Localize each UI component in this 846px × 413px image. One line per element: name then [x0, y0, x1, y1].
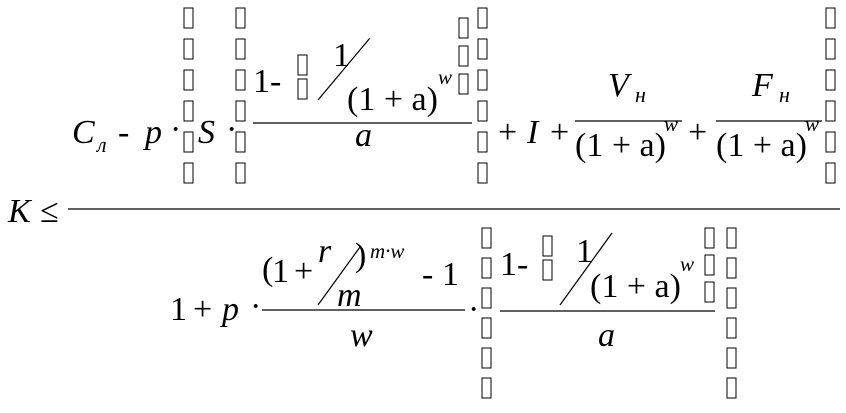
one-minus: 1- — [253, 63, 281, 100]
var-r: r — [318, 233, 332, 270]
dot: · — [468, 291, 479, 328]
missing-glyph-box — [297, 78, 308, 100]
var-a: a — [598, 317, 615, 354]
missing-glyph-box — [481, 287, 492, 309]
missing-glyph-box — [235, 162, 246, 184]
slash — [317, 37, 371, 101]
missing-glyph-box — [726, 287, 737, 309]
missing-glyph-box — [825, 38, 836, 60]
var-V: V — [608, 67, 633, 104]
missing-glyph-box — [542, 259, 553, 281]
minus: - — [118, 114, 129, 151]
one: 1 — [272, 253, 289, 290]
var-w: w — [350, 317, 373, 354]
var-C: C — [72, 114, 95, 151]
exp-w: w — [805, 112, 819, 136]
missing-glyph-box — [477, 131, 488, 153]
missing-glyph-box — [235, 7, 246, 29]
paren-1-plus-a: (1 + a) — [347, 81, 438, 118]
missing-glyph-box — [235, 131, 246, 153]
var-F: F — [751, 67, 774, 104]
missing-glyph-box — [458, 45, 469, 67]
missing-glyph-box — [235, 100, 246, 122]
one: 1 — [170, 291, 187, 328]
missing-glyph-box — [183, 100, 194, 122]
missing-glyph-box — [458, 17, 469, 39]
missing-glyph-box — [481, 347, 492, 369]
var-m: m — [337, 277, 362, 314]
exp-w: w — [680, 252, 694, 276]
missing-glyph-box — [481, 377, 492, 399]
dot: · — [170, 111, 181, 148]
minus-one: - 1 — [422, 256, 459, 293]
missing-glyph-box — [183, 7, 194, 29]
slash — [317, 246, 361, 306]
exp-m-w: m·w — [370, 239, 404, 263]
missing-glyph-box — [183, 162, 194, 184]
missing-glyph-box — [825, 7, 836, 29]
missing-glyph-box — [481, 317, 492, 339]
sub-n: н — [635, 82, 646, 107]
paren-1-plus-a: (1 + a) — [590, 268, 681, 305]
var-a: a — [355, 117, 372, 154]
missing-glyph-box — [825, 100, 836, 122]
missing-glyph-box — [481, 257, 492, 279]
missing-glyph-box — [726, 317, 737, 339]
dot: · — [226, 111, 237, 148]
missing-glyph-box — [235, 69, 246, 91]
missing-glyph-box — [183, 131, 194, 153]
var-p: p — [220, 291, 239, 328]
dot: · — [250, 288, 261, 325]
plus: + — [498, 114, 517, 151]
missing-glyph-box — [726, 257, 737, 279]
missing-glyph-box — [825, 131, 836, 153]
missing-glyph-box — [477, 100, 488, 122]
missing-glyph-box — [183, 38, 194, 60]
rparen: ) — [355, 237, 366, 274]
missing-glyph-box — [726, 227, 737, 249]
exp-w: w — [664, 112, 678, 136]
missing-glyph-box — [458, 73, 469, 95]
missing-glyph-box — [477, 38, 488, 60]
paren-1-plus-a: (1 + a) — [575, 127, 666, 164]
plus: + — [688, 114, 707, 151]
one: 1 — [333, 37, 350, 74]
missing-glyph-box — [297, 54, 308, 76]
one-minus: 1- — [500, 246, 528, 283]
missing-glyph-box — [704, 281, 715, 303]
missing-glyph-box — [704, 227, 715, 249]
missing-glyph-box — [477, 7, 488, 29]
slash — [559, 232, 613, 306]
var-S: S — [198, 114, 215, 151]
one: 1 — [576, 233, 593, 270]
missing-glyph-box — [477, 162, 488, 184]
var-p: p — [143, 114, 162, 151]
plus: + — [294, 253, 313, 290]
sub-n: н — [779, 82, 790, 107]
missing-glyph-box — [542, 235, 553, 257]
missing-glyph-box — [235, 38, 246, 60]
missing-glyph-box — [726, 377, 737, 399]
plus: + — [550, 114, 569, 151]
missing-glyph-box — [481, 227, 492, 249]
exp-w: w — [438, 65, 452, 89]
sub-l: л — [95, 132, 107, 157]
missing-glyph-box — [726, 347, 737, 369]
var-K: K — [7, 193, 33, 230]
missing-glyph-box — [825, 162, 836, 184]
plus: + — [193, 291, 212, 328]
leq-sign: ≤ — [40, 193, 59, 230]
missing-glyph-box — [183, 69, 194, 91]
var-I: I — [526, 114, 540, 151]
lparen: ( — [262, 251, 273, 288]
paren-1-plus-a: (1 + a) — [716, 127, 807, 164]
missing-glyph-box — [477, 69, 488, 91]
missing-glyph-box — [825, 69, 836, 91]
missing-glyph-box — [704, 254, 715, 276]
